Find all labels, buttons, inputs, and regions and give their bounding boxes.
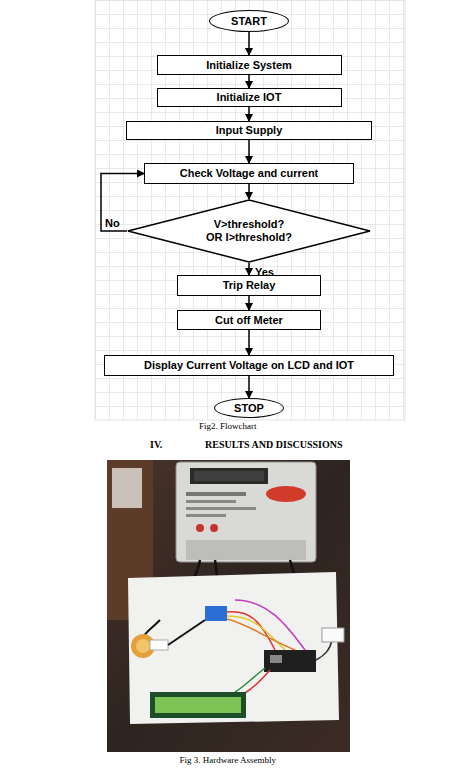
node-text: Trip Relay [223,279,276,292]
figure-caption: Fig 3. Hardware Assembly [180,755,277,765]
process-box: Initialize IOT [157,88,342,107]
flow-arrow [248,140,250,163]
process-box: Input Supply [126,121,372,140]
process-box: Display Current Voltage on LCD and IOT [104,355,394,376]
node-text: Initialize IOT [217,91,282,104]
section-number: IV. [150,439,162,450]
flow-arrow [248,32,250,55]
terminal-oval: STOP [214,398,284,418]
node-text: STOP [234,402,264,415]
node-text: Cut off Meter [215,314,283,327]
edge-label: Yes [255,266,274,279]
node-text: Check Voltage and current [180,167,319,180]
node-text: Initialize System [206,59,292,72]
process-box: Cut off Meter [177,310,321,330]
figure-caption: Fig2. Flowchart [199,421,257,431]
flow-arrow [248,376,250,398]
grid-border [95,0,405,420]
flow-arrow [248,75,250,88]
diamond-shape [128,200,370,262]
process-box: Check Voltage and current [144,163,354,184]
section-heading: RESULTS AND DISCUSSIONS [205,439,342,450]
node-text: Display Current Voltage on LCD and IOT [144,359,354,372]
decision-diamond: V>threshold? OR I>threshold? [127,199,371,263]
node-text: START [231,15,267,28]
flow-arrow [248,184,250,199]
flow-arrow [248,263,250,275]
terminal-oval: START [209,10,289,32]
edge-label: No [105,217,120,230]
node-text: Input Supply [216,124,283,137]
hardware-photo [107,460,350,752]
process-box: Initialize System [157,55,342,75]
flow-arrow [248,296,250,310]
process-box: Trip Relay [177,275,321,296]
flow-arrow [101,174,144,232]
grid-paper [95,0,405,420]
flow-arrow [248,107,250,121]
node-text: V>threshold? OR I>threshold? [204,218,294,243]
flow-arrow [248,330,250,355]
